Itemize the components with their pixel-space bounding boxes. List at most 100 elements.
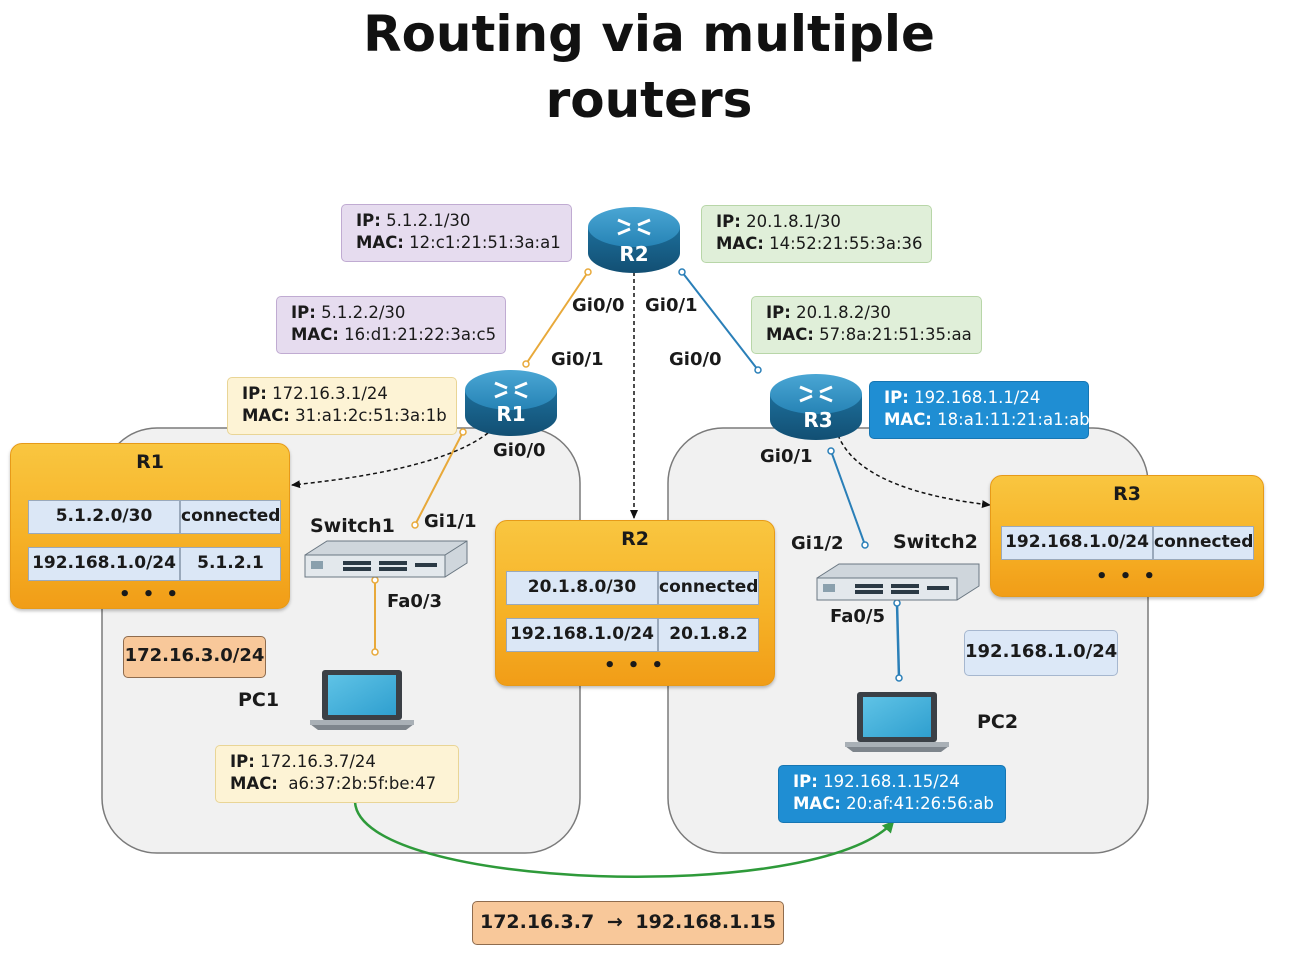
pc1-laptop-icon [310,670,414,730]
ip-label: IP: [793,772,818,791]
ip-value: 172.16.3.7/24 [260,752,376,771]
arrow-r1-to-table [291,432,489,489]
addr-box-r2-right: IP: 20.1.8.1/30 MAC: 14:52:21:55:3a:36 [701,205,932,263]
switch2-icon [816,563,980,601]
routing-table-title: R1 [136,451,164,473]
packet-flow-label: 172.16.3.7 → 192.168.1.15 [472,901,784,945]
ip-label: IP: [242,384,267,403]
mac-label: MAC: [230,774,278,793]
table-cell: 20.1.8.2 [658,618,759,652]
table-cell: 192.168.1.0/24 [1001,526,1153,560]
pc1-label: PC1 [238,689,280,711]
pc2-laptop-icon [845,692,949,752]
ip-value: 172.16.3.1/24 [272,384,388,403]
table-row: 192.168.1.0/24 20.1.8.2 [506,618,759,652]
routing-table-title: R2 [621,528,649,550]
link-r2-r3 [678,268,762,374]
router-r2-name: R2 [619,242,649,266]
iface-sw2-gi12: Gi1/2 [791,533,844,554]
table-row: 192.168.1.0/24 5.1.2.1 [28,547,281,581]
iface-r3-gi00: Gi0/0 [669,349,722,370]
mac-value: 16:d1:21:22:3a:c5 [344,325,497,344]
link-r1-switch1 [411,428,467,529]
arrow-r3-to-table [837,434,991,509]
addr-box-pc2: IP: 192.168.1.15/24 MAC: 20:af:41:26:56:… [778,765,1006,823]
iface-r1-gi01: Gi0/1 [551,349,604,370]
addr-box-r1-up: IP: 5.1.2.2/30 MAC: 16:d1:21:22:3a:c5 [276,296,506,354]
link-r3-switch2 [827,447,869,549]
flow-source: 172.16.3.7 [479,911,595,933]
table-row: 192.168.1.0/24 connected [1001,526,1254,560]
iface-sw2-fa05: Fa0/5 [830,606,886,627]
iface-sw1-fa03: Fa0/3 [387,591,443,612]
mac-label: MAC: [793,794,841,813]
addr-box-r3-up: IP: 20.1.8.2/30 MAC: 57:8a:21:51:35:aa [751,296,982,354]
mac-value: a6:37:2b:5f:be:47 [288,774,437,793]
ip-label: IP: [766,303,791,322]
ip-value: 5.1.2.2/30 [321,303,406,322]
addr-box-r1-lan: IP: 172.16.3.1/24 MAC: 31:a1:2c:51:3a:1b [227,377,457,435]
ip-label: IP: [356,211,381,230]
ip-value: 192.168.1.15/24 [823,772,960,791]
ip-label: IP: [716,212,741,231]
router-r1-name: R1 [496,402,526,426]
routing-table-r1: R1 5.1.2.0/30 connected 192.168.1.0/24 5… [10,443,290,609]
mac-value: 20:af:41:26:56:ab [846,794,994,813]
iface-r2-gi01: Gi0/1 [645,295,698,316]
switch2-label: Switch2 [893,531,978,553]
page-title-line1: Routing via multiple [363,5,935,63]
page-title-line2: routers [545,71,753,129]
ip-value: 192.168.1.1/24 [914,388,1041,407]
ip-label: IP: [230,752,255,771]
ip-value: 5.1.2.1/30 [386,211,471,230]
mac-label: MAC: [884,410,932,429]
router-r3-icon [770,374,862,440]
mac-value: 18:a1:11:21:a1:ab [937,410,1090,429]
mac-value: 14:52:21:55:3a:36 [769,234,923,253]
router-r1-icon [465,370,557,436]
iface-r1-gi00: Gi0/0 [493,440,546,461]
flow-destination: 192.168.1.15 [635,911,776,933]
network-left-label: 172.16.3.0/24 [123,636,266,678]
table-cell: connected [658,571,759,605]
router-r2-icon [588,207,680,273]
mac-label: MAC: [356,233,404,252]
table-cell: 192.168.1.0/24 [506,618,658,652]
table-cell: connected [180,500,281,534]
ip-label: IP: [884,388,909,407]
switch1-icon [304,540,468,578]
router-r3-name: R3 [803,408,833,432]
pc2-label: PC2 [977,711,1019,733]
iface-r2-gi00: Gi0/0 [572,295,625,316]
iface-sw1-gi11: Gi1/1 [424,511,477,532]
mac-label: MAC: [766,325,814,344]
mac-label: MAC: [291,325,339,344]
routing-table-r2: R2 20.1.8.0/30 connected 192.168.1.0/24 … [495,520,775,686]
table-row: 20.1.8.0/30 connected [506,571,759,605]
more-rows-indicator: • • • [603,655,667,676]
network-right-label: 192.168.1.0/24 [964,630,1118,676]
ip-value: 20.1.8.1/30 [746,212,841,231]
table-cell: 20.1.8.0/30 [506,571,658,605]
table-cell: 5.1.2.1 [180,547,281,581]
addr-box-r2-left: IP: 5.1.2.1/30 MAC: 12:c1:21:51:3a:a1 [341,204,572,262]
addr-box-pc1: IP: 172.16.3.7/24 MAC: a6:37:2b:5f:be:47 [215,745,459,803]
mac-value: 31:a1:2c:51:3a:1b [295,406,447,425]
mac-value: 57:8a:21:51:35:aa [819,325,972,344]
table-cell: 192.168.1.0/24 [28,547,180,581]
mac-value: 12:c1:21:51:3a:a1 [409,233,561,252]
link-r2-r1 [522,268,592,368]
mac-label: MAC: [242,406,290,425]
iface-r3-gi01: Gi0/1 [760,446,813,467]
ip-value: 20.1.8.2/30 [796,303,891,322]
packet-flow-arrow [353,801,895,879]
more-rows-indicator: • • • [1095,566,1159,587]
addr-box-r3-lan: IP: 192.168.1.1/24 MAC: 18:a1:11:21:a1:a… [869,381,1090,439]
switch1-label: Switch1 [310,515,395,537]
table-cell: connected [1153,526,1254,560]
table-row: 5.1.2.0/30 connected [28,500,281,534]
table-cell: 5.1.2.0/30 [28,500,180,534]
more-rows-indicator: • • • [118,584,182,605]
mac-label: MAC: [716,234,764,253]
routing-table-title: R3 [1113,483,1141,505]
